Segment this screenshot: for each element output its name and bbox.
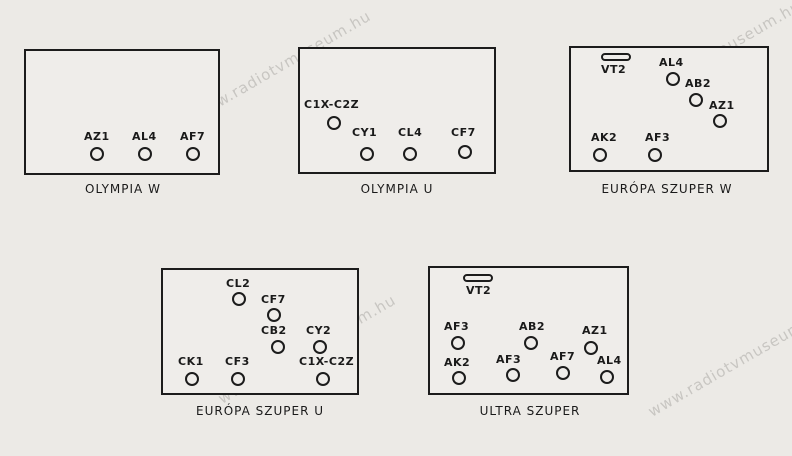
watermark: www.radiotvmuseum.hu (645, 303, 792, 421)
tube-label-al4: AL4 (659, 56, 684, 69)
tube-socket-cf3 (231, 372, 245, 386)
tube-socket-vt2 (463, 274, 493, 282)
tube-socket-ak2 (593, 148, 607, 162)
tube-socket-az1 (90, 147, 104, 161)
chassis-europa-szuper-w: VT2 AL4 AB2 AZ1 AK2 AF3 (569, 46, 769, 172)
caption-ultra-szuper: ULTRA SZUPER (479, 404, 581, 418)
tube-label-ak2: AK2 (591, 131, 618, 144)
caption-olympia-w: OLYMPIA W (85, 182, 161, 196)
chassis-olympia-u: C1X-C2Z CY1 CL4 CF7 (298, 47, 496, 174)
tube-socket-cf7 (458, 145, 472, 159)
tube-label-af7: AF7 (180, 130, 206, 143)
caption-europa-szuper-w: EURÓPA SZUPER W (601, 182, 733, 196)
tube-socket-c1x-c2z (327, 116, 341, 130)
tube-label-af3-upper: AF3 (444, 320, 470, 333)
tube-label-ck1: CK1 (178, 355, 204, 368)
tube-label-c1x-c2z: C1X-C2Z (299, 355, 355, 368)
tube-socket-cl4 (403, 147, 417, 161)
tube-socket-af3-upper (451, 336, 465, 350)
tube-label-ab2: AB2 (519, 320, 546, 333)
caption-olympia-u: OLYMPIA U (360, 182, 434, 196)
tube-label-cy1: CY1 (352, 126, 378, 139)
tube-socket-af7 (186, 147, 200, 161)
tube-socket-c1x-c2z (316, 372, 330, 386)
tube-label-af3: AF3 (645, 131, 671, 144)
tube-label-az1: AZ1 (84, 130, 110, 143)
chassis-europa-szuper-u: CL2 CF7 CB2 CY2 CK1 CF3 C1X-C2Z (161, 268, 359, 395)
tube-label-az1: AZ1 (709, 99, 735, 112)
tube-socket-az1 (713, 114, 727, 128)
tube-socket-cy2 (313, 340, 327, 354)
tube-socket-al4 (666, 72, 680, 86)
tube-label-cf7: CF7 (451, 126, 476, 139)
tube-socket-af3 (506, 368, 520, 382)
tube-label-ak2: AK2 (444, 356, 471, 369)
tube-label-cl4: CL4 (398, 126, 423, 139)
tube-socket-cf7 (267, 308, 281, 322)
tube-label-vt2: VT2 (601, 63, 627, 76)
tube-socket-az1 (584, 341, 598, 355)
tube-socket-ab2 (689, 93, 703, 107)
tube-socket-al4 (138, 147, 152, 161)
tube-label-c1x-c2z: C1X-C2Z (304, 98, 360, 111)
tube-socket-cb2 (271, 340, 285, 354)
tube-label-cf3: CF3 (225, 355, 250, 368)
tube-label-al4: AL4 (132, 130, 157, 143)
tube-socket-ck1 (185, 372, 199, 386)
tube-label-cl2: CL2 (226, 277, 251, 290)
tube-socket-al4 (600, 370, 614, 384)
tube-label-al4: AL4 (597, 354, 622, 367)
chassis-olympia-w: AZ1 AL4 AF7 (24, 49, 220, 175)
tube-label-af3: AF3 (496, 353, 522, 366)
tube-label-cb2: CB2 (261, 324, 287, 337)
tube-label-vt2: VT2 (466, 284, 492, 297)
tube-socket-vt2 (601, 53, 631, 61)
tube-socket-af7 (556, 366, 570, 380)
tube-socket-ak2 (452, 371, 466, 385)
tube-label-az1: AZ1 (582, 324, 608, 337)
tube-socket-cl2 (232, 292, 246, 306)
tube-socket-ab2 (524, 336, 538, 350)
tube-socket-af3 (648, 148, 662, 162)
chassis-ultra-szuper: VT2 AF3 AB2 AZ1 AK2 AF3 AF7 AL4 (428, 266, 629, 395)
tube-socket-cy1 (360, 147, 374, 161)
tube-label-cy2: CY2 (306, 324, 332, 337)
tube-label-af7: AF7 (550, 350, 576, 363)
caption-europa-szuper-u: EURÓPA SZUPER U (195, 404, 325, 418)
tube-label-ab2: AB2 (685, 77, 712, 90)
tube-label-cf7: CF7 (261, 293, 286, 306)
